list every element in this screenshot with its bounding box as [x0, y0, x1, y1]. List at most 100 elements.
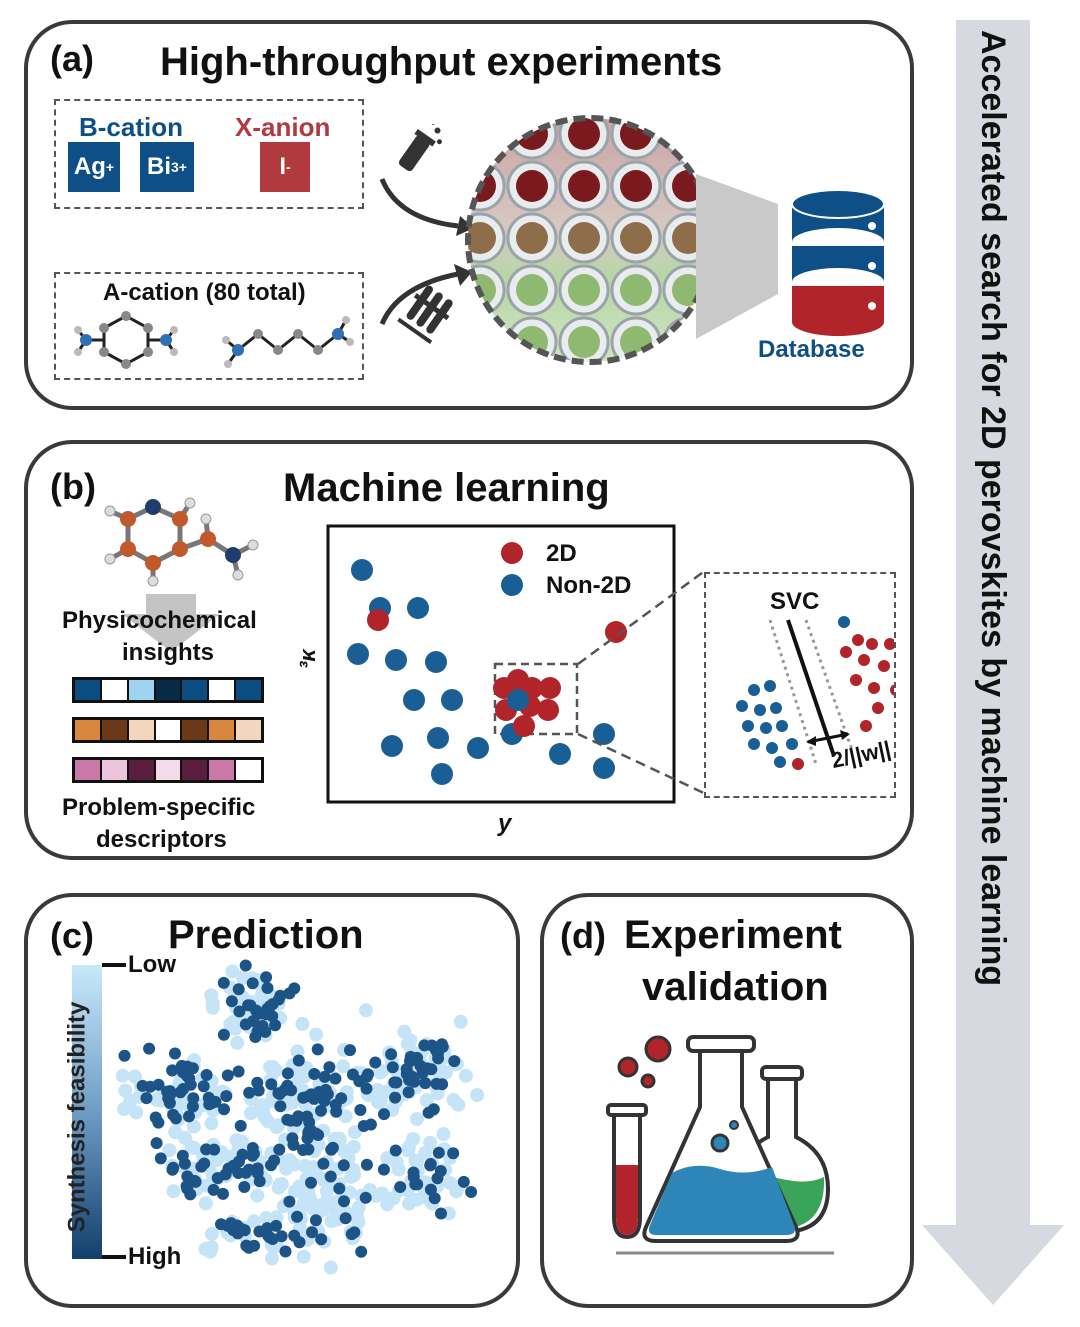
- svc-non2d-point: [748, 738, 760, 750]
- high-feasibility-point: [427, 1103, 440, 1116]
- descriptor-cell: [209, 680, 237, 700]
- high-feasibility-point: [269, 1019, 282, 1032]
- low-feasibility-point: [226, 1014, 241, 1029]
- low-feasibility-point: [314, 1198, 328, 1213]
- high-feasibility-point: [326, 1141, 339, 1154]
- svc-non2d-point: [754, 704, 766, 716]
- zoom-lines: [577, 568, 707, 796]
- iodide-ion-charge: -: [286, 159, 291, 175]
- non2d-point: [549, 743, 571, 765]
- colorbar-title: Synthesis feasibility: [63, 1001, 91, 1233]
- low-feasibility-point: [375, 1064, 390, 1079]
- svc-box: [704, 572, 896, 798]
- panel-a-label: (a): [50, 38, 94, 79]
- low-feasibility-point: [358, 1003, 373, 1018]
- descriptor-cell: [75, 760, 102, 780]
- high-feasibility-point: [362, 1068, 374, 1081]
- high-feasibility-point: [260, 1008, 273, 1021]
- high-feasibility-point: [315, 1104, 327, 1117]
- non2d-point: [431, 763, 453, 785]
- descriptor-row: [72, 717, 264, 743]
- non2d-point: [593, 723, 615, 745]
- low-feasibility-point: [168, 1125, 183, 1139]
- low-feasibility-point: [129, 1105, 144, 1120]
- high-feasibility-point: [404, 1055, 416, 1068]
- legend-2d: 2D: [546, 540, 577, 567]
- high-feasibility-point: [389, 1144, 402, 1157]
- descriptor-rows: [72, 677, 264, 797]
- high-feasibility-point: [312, 1129, 325, 1141]
- well-liquid: [468, 326, 496, 358]
- panel-a-title: High-throughput experiments: [160, 40, 723, 84]
- low-feasibility-point: [279, 1161, 294, 1176]
- low-feasibility-point: [435, 1067, 450, 1082]
- svc-non2d-point: [776, 720, 788, 732]
- high-feasibility-point: [183, 1062, 196, 1075]
- high-feasibility-point: [344, 1044, 356, 1057]
- well-liquid: [620, 274, 652, 306]
- well-liquid: [468, 222, 496, 254]
- high-feasibility-point: [286, 1132, 299, 1145]
- well-liquid: [516, 222, 548, 254]
- high-feasibility-point: [337, 1159, 350, 1172]
- descriptor-cell: [209, 760, 237, 780]
- high-feasibility-point: [187, 1092, 200, 1105]
- well-liquid: [568, 326, 600, 358]
- non2d-point: [593, 757, 615, 779]
- high-feasibility-point: [283, 1195, 296, 1208]
- low-feasibility-point: [347, 1125, 362, 1140]
- svc-twod-point: [850, 674, 862, 686]
- well-liquid: [568, 170, 600, 202]
- high-feasibility-point: [279, 1245, 292, 1258]
- high-feasibility-point: [232, 1065, 245, 1078]
- high-feasibility-point: [457, 1175, 470, 1188]
- side-arrow-shape: [922, 20, 1064, 1305]
- high-feasibility-point: [333, 1182, 346, 1195]
- descriptor-cell: [101, 680, 129, 700]
- low-feasibility-point: [408, 1153, 423, 1168]
- descriptor-cell: [101, 720, 129, 740]
- low-feasibility-point: [397, 1024, 412, 1039]
- a-cation-molecules: [74, 311, 354, 369]
- high-feasibility-point: [402, 1086, 415, 1099]
- descriptor-cell: [182, 720, 210, 740]
- high-feasibility-point: [288, 982, 301, 995]
- legend-markers: [501, 542, 523, 596]
- erlenmeyer-flask-icon: [642, 1035, 800, 1243]
- decision-boundary: [786, 619, 836, 757]
- low-feasibility-point: [391, 1162, 406, 1177]
- low-feasibility-point: [336, 1059, 351, 1074]
- descriptor-cell: [128, 720, 156, 740]
- svc-twod-point: [878, 660, 890, 672]
- insights-label-2: insights: [122, 639, 215, 666]
- high-feasibility-point: [428, 1192, 441, 1205]
- curved-arrow-lower: [379, 271, 459, 326]
- chain-molecule-icon: [225, 319, 351, 365]
- descriptor-cell: [128, 680, 156, 700]
- plot-frame: [326, 524, 676, 804]
- panel-c: (c) Prediction Synthesis feasibility Low…: [24, 893, 520, 1308]
- high-feasibility-point: [302, 1143, 315, 1156]
- well-liquid: [516, 170, 548, 202]
- low-feasibility-point: [338, 1109, 353, 1124]
- high-feasibility-point: [281, 1113, 294, 1126]
- low-feasibility-point: [446, 1093, 461, 1107]
- high-feasibility-point: [425, 1063, 438, 1076]
- low-feasibility-point: [230, 1035, 245, 1050]
- high-feasibility-point: [309, 1214, 322, 1227]
- high-feasibility-point: [150, 1137, 163, 1150]
- svc-twod-point: [866, 638, 878, 650]
- high-feasibility-point: [273, 1143, 286, 1156]
- high-feasibility-point: [266, 998, 279, 1011]
- high-feasibility-point: [217, 976, 230, 989]
- high-feasibility-point: [220, 1090, 233, 1103]
- non2d-point: [381, 735, 403, 757]
- molecule-3d-icon: [104, 497, 259, 587]
- high-feasibility-point: [227, 1159, 240, 1172]
- low-feasibility-point: [373, 1094, 388, 1109]
- high-feasibility-point: [355, 1245, 368, 1258]
- low-feasibility-point: [402, 1139, 416, 1154]
- margin-line-right: [804, 619, 854, 751]
- low-feasibility-point: [287, 1184, 302, 1199]
- high-feasibility-point: [359, 1191, 372, 1204]
